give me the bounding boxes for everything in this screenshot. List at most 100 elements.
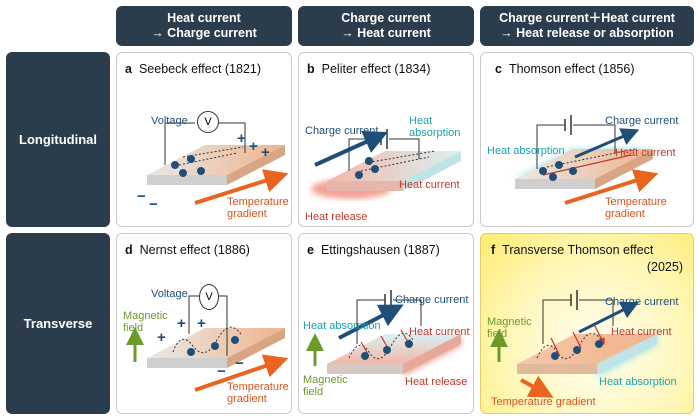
column-header-line1: Charge current	[341, 11, 431, 25]
temperature-gradient-label: Temperature gradient	[491, 396, 596, 408]
carrier	[549, 173, 557, 181]
carrier	[539, 167, 547, 175]
battery-icon	[564, 115, 572, 135]
column-header-line1: Charge current＋Heat current	[499, 11, 675, 25]
peltier-diagram	[311, 129, 461, 199]
sample-front	[147, 358, 227, 368]
panel-title-text: Thomson effect (1856)	[508, 62, 635, 76]
carrier	[187, 155, 195, 163]
plus-sign: +	[237, 130, 246, 147]
heat-current-label: Heat current	[615, 147, 676, 159]
minus-sign: −	[137, 188, 146, 205]
sample-front	[515, 179, 595, 189]
carrier-path	[536, 332, 602, 360]
row-header-transverse: Transverse	[6, 233, 110, 414]
thomson-diagram	[515, 115, 659, 205]
minus-sign: −	[217, 363, 226, 380]
sample-top	[327, 334, 461, 364]
panel-letter: a	[125, 62, 132, 76]
heat-release-label: Heat release	[305, 211, 368, 223]
nernst-diagram	[126, 295, 289, 392]
panel-title-text: Transverse Thomson effect	[502, 243, 654, 257]
carrier	[371, 165, 379, 173]
voltage-wire	[188, 295, 228, 356]
panel-title: e Ettingshausen (1887)	[307, 243, 440, 257]
carrier	[551, 352, 559, 360]
sample-top	[147, 145, 285, 175]
sample-side	[595, 149, 653, 189]
minus-sign: −	[149, 196, 158, 213]
charge-current-arrow	[314, 131, 388, 167]
panel-year: (2025)	[646, 260, 683, 274]
column-header-line2: → Heat release or absorption	[500, 26, 674, 40]
carrier	[365, 157, 373, 165]
panel-letter: b	[307, 62, 315, 76]
transverse-thomson-diagram	[490, 290, 657, 398]
plus-sign: +	[177, 315, 186, 332]
battery-icon	[384, 290, 392, 310]
battery-wire	[542, 299, 614, 344]
charge-current-label: Charge current	[605, 296, 679, 308]
panel-letter: c	[495, 62, 502, 76]
sample-front	[147, 175, 227, 185]
charge-current-label: Charge current	[395, 294, 469, 306]
heat-release-label: Heat release	[405, 376, 468, 388]
seebeck-diagram	[147, 122, 289, 205]
temperature-gradient-arrow	[520, 375, 554, 398]
plus-sign: +	[261, 144, 270, 161]
voltmeter-icon: V	[199, 284, 219, 310]
voltage-label: Voltage	[151, 115, 188, 127]
heat-current-label: Heat current	[409, 326, 470, 338]
column-header-line2: → Heat current	[341, 26, 431, 40]
heat-absorption-label: Heat absorption	[303, 320, 381, 332]
heat-current-label: Heat current	[399, 179, 460, 191]
heat-current-arrows	[550, 325, 603, 355]
plus-sign: +	[249, 138, 258, 155]
panel-title-text: Seebeck effect (1821)	[138, 62, 262, 76]
carrier-path	[178, 146, 244, 166]
carrier	[171, 161, 179, 169]
panel-title-text: Ettingshausen (1887)	[320, 243, 440, 257]
charge-current-label: Charge current	[605, 115, 679, 127]
sample-side	[597, 334, 657, 374]
sample-front	[327, 364, 403, 374]
carrier	[569, 167, 577, 175]
panel-title: a Seebeck effect (1821)	[125, 62, 261, 76]
row-header-label: Longitudinal	[19, 132, 97, 147]
panel-letter: e	[307, 243, 314, 257]
charge-current-arrow	[338, 304, 404, 340]
carrier	[211, 342, 219, 350]
plus-sign: +	[197, 315, 206, 332]
temperature-gradient-arrow	[194, 354, 289, 392]
battery-wire	[536, 124, 616, 169]
sample-front	[517, 364, 597, 374]
temperature-gradient-arrow	[194, 169, 289, 205]
carrier	[187, 348, 195, 356]
column-header-charge-to-heat: Charge current → Heat current	[298, 6, 474, 46]
temperature-gradient-arrow	[564, 169, 659, 205]
carrier	[361, 352, 369, 360]
sample-front	[327, 181, 403, 191]
panel-thomson-effect: c Thomson effect (1856) Charge current He…	[480, 52, 694, 227]
ettingshausen-diagram	[306, 290, 461, 376]
heat-absorption-label: Heat absorption	[599, 376, 677, 388]
carrier	[197, 167, 205, 175]
carrier	[573, 346, 581, 354]
battery-icon	[380, 129, 388, 149]
voltmeter-icon: V	[197, 111, 219, 133]
carrier	[355, 171, 363, 179]
heat-current-path	[360, 150, 436, 172]
carrier	[405, 340, 413, 348]
battery-icon	[570, 290, 578, 310]
charge-current-label: Charge current	[305, 125, 379, 137]
row-header-longitudinal: Longitudinal	[6, 52, 110, 227]
column-header-heat-to-charge: Heat current → Charge current	[116, 6, 292, 46]
carrier-path	[546, 148, 636, 168]
